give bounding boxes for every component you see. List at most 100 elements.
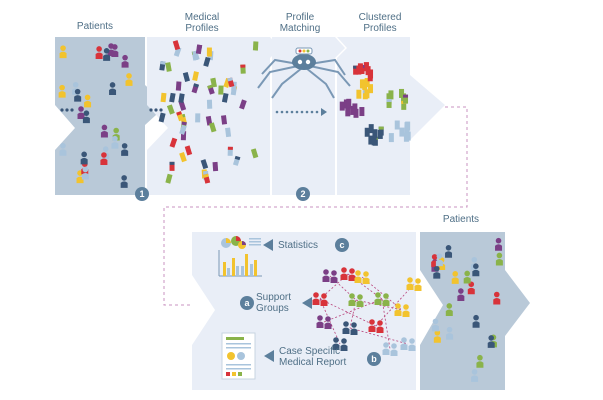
person-icon — [472, 263, 480, 277]
person-icon — [390, 343, 398, 356]
person-icon — [121, 54, 129, 68]
profile-card-icon — [403, 132, 409, 142]
person-icon — [408, 338, 416, 351]
profile-card-icon — [195, 44, 203, 55]
profile-card-icon — [172, 40, 181, 51]
patients-panel-bottom — [420, 232, 530, 390]
person-icon — [431, 318, 439, 332]
profile-card-icon — [205, 115, 213, 126]
profile-card-icon — [368, 124, 374, 134]
person-icon — [406, 277, 414, 290]
statistics-badge: c — [335, 238, 349, 252]
network-link — [347, 273, 383, 300]
profile-card-icon — [339, 101, 345, 111]
step-badge-2: 2 — [296, 187, 310, 201]
person-icon — [382, 293, 390, 306]
person-icon — [80, 151, 88, 165]
person-icon — [457, 288, 465, 302]
person-icon — [58, 84, 66, 98]
profile-card-icon — [361, 79, 367, 89]
profile-card-icon — [203, 173, 211, 184]
person-icon — [348, 268, 356, 281]
person-icon — [382, 342, 390, 355]
network-link — [375, 283, 415, 327]
person-icon — [472, 314, 480, 328]
report-label: Case Specific Medical Report — [279, 346, 346, 368]
profile-card-icon — [206, 99, 213, 109]
support-groups-badge: a — [240, 296, 254, 310]
person-icon — [100, 152, 108, 166]
person-icon — [376, 320, 384, 333]
profile-card-icon — [179, 152, 187, 163]
profile-card-icon — [178, 93, 185, 103]
person-icon — [446, 326, 454, 340]
profile-card-icon — [158, 112, 166, 123]
person-icon — [121, 143, 129, 156]
pie-chart-icon — [221, 236, 261, 249]
profile-card-icon — [176, 111, 184, 122]
profile-card-icon — [399, 127, 405, 137]
person-icon — [463, 270, 471, 284]
person-icon — [103, 48, 111, 61]
person-icon — [82, 110, 90, 124]
profile-card-icon — [363, 62, 369, 72]
person-icon — [95, 46, 103, 59]
medical-profiles-line2: Profiles — [185, 23, 219, 34]
report-line1: Case Specific — [279, 346, 341, 357]
person-icon — [374, 292, 382, 305]
clustered-profiles-panel — [337, 37, 445, 195]
stage-label-clustered-profiles: Clustered Profiles — [348, 12, 412, 34]
profile-card-icon — [192, 50, 200, 61]
profile-card-icon — [195, 113, 201, 123]
profile-card-icon — [227, 77, 235, 88]
support-groups-label: Support Groups — [256, 292, 291, 314]
person-icon — [59, 45, 67, 59]
profile-card-icon — [394, 120, 400, 130]
profile-card-icon — [160, 92, 167, 103]
medical-profiles-line1: Medical — [184, 12, 220, 23]
profile-card-icon — [350, 105, 356, 115]
profile-matching-line1: Profile — [285, 12, 315, 23]
profile-card-icon — [203, 56, 211, 67]
profile-card-icon — [386, 98, 392, 108]
person-icon — [330, 270, 338, 283]
profile-card-icon — [167, 104, 175, 115]
profile-card-icon — [403, 94, 409, 104]
profile-card-icon — [368, 84, 374, 94]
report-document-icon — [221, 332, 256, 380]
profile-card-icon — [368, 135, 374, 145]
clustered-profiles-line1: Clustered — [358, 12, 402, 23]
stage-label-patients-top: Patients — [76, 21, 114, 32]
person-icon — [342, 321, 350, 334]
dotted-arrow-2 — [149, 108, 163, 112]
profile-card-icon — [345, 107, 351, 117]
person-icon — [320, 293, 328, 306]
profile-card-icon — [169, 161, 175, 171]
profile-card-icon — [182, 71, 190, 82]
person-icon — [400, 337, 408, 350]
person-icon — [324, 316, 332, 329]
person-icon — [495, 237, 503, 251]
profile-card-icon — [357, 63, 363, 73]
profile-card-icon — [221, 92, 229, 103]
profile-card-icon — [225, 127, 232, 138]
medical-profiles-panel — [147, 37, 280, 195]
person-icon — [125, 73, 133, 86]
profile-card-icon — [192, 71, 199, 82]
person-icon — [368, 319, 376, 332]
person-icon — [445, 303, 453, 316]
person-icon — [81, 166, 89, 180]
person-icon — [111, 44, 119, 57]
support-groups-line1: Support — [256, 292, 292, 303]
profile-card-icon — [165, 62, 172, 72]
person-icon — [74, 88, 82, 102]
dotted-arrow-3 — [275, 108, 327, 116]
clustered-profiles-line2: Profiles — [363, 23, 397, 34]
profile-card-icon — [378, 126, 384, 136]
profile-card-icon — [372, 129, 378, 139]
person-icon — [340, 267, 348, 280]
person-icon — [109, 82, 117, 95]
person-icon — [312, 292, 320, 305]
network-link — [319, 298, 341, 345]
person-icon — [120, 175, 128, 188]
